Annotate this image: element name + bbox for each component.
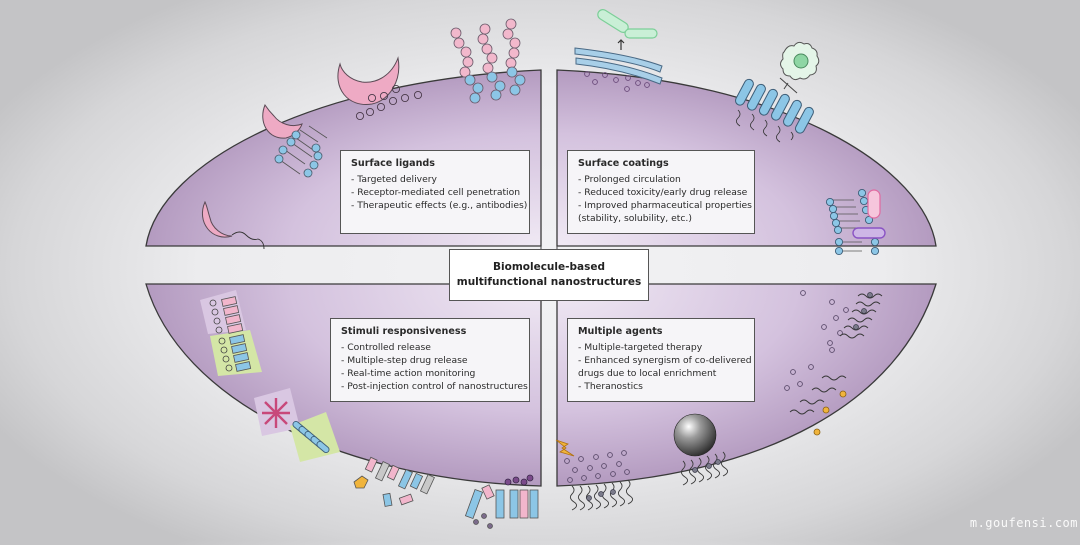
watermark-text: m.goufensi.com [969,516,1078,530]
green-helix-proteins-icon [597,9,658,39]
stimuli-responsiveness-box: Stimuli responsiveness - Controlled rele… [330,318,530,402]
surface-coatings-box: Surface coatings - Prolonged circulation… [567,150,755,234]
surface-ligands-item: - Targeted delivery [351,174,437,185]
stimuli-responsiveness-title: Stimuli responsiveness [341,326,467,337]
stimuli-responsiveness-item: - Post-injection control of nanostructur… [341,381,528,392]
peg-chain-beads-icon [586,292,873,501]
multiple-agents-box: Multiple agents - Multiple-targeted ther… [567,318,755,402]
release-flags-icon [353,456,435,507]
stimuli-patch-star-icon [254,388,340,462]
immune-cell-icon [779,41,820,94]
encapsulated-drugs-icon [564,290,849,483]
small-antibody-lipid-icon [262,103,328,178]
pink-blue-bead-chains-icon [450,18,526,104]
peg-chains-icon [569,293,883,511]
lipid-bilayer-coating-icon [825,188,886,256]
surface-coatings-title: Surface coatings [578,158,669,169]
blue-coating-layers-icon [574,47,663,85]
multiple-agents-item: - Multiple-targeted therapy [578,342,703,353]
multiple-agents-item: - Theranostics [578,381,643,392]
central-concept-box: Biomolecule-based multifunctional nanost… [449,249,649,301]
surface-ligands-box: Surface ligands - Targeted delivery - Re… [340,150,530,234]
charged-particles-icon [355,84,423,121]
multiple-agents-title: Multiple agents [578,326,663,337]
metal-nanoparticle-sphere-icon [673,413,717,457]
surface-coatings-item: - Improved pharmaceutical properties [578,200,752,211]
surface-ligands-item: - Receptor-mediated cell penetration [351,187,521,198]
surface-ligands-item: - Therapeutic effects (e.g., antibodies) [351,200,528,211]
drug-cargo-rods-icon [464,474,539,529]
surface-coatings-item: - Prolonged circulation [578,174,681,185]
scissor-cut-icon [617,39,625,50]
multiple-agents-item: - Enhanced synergism of co-delivered [578,355,752,366]
central-title-line-2: multifunctional nanostructures [456,276,642,288]
surface-coatings-item: (stability, solubility, etc.) [578,213,692,224]
tethered-antibody-icon [201,200,265,250]
blue-polymer-brush-icon [734,78,814,143]
targeting-ligand-beads-icon [813,390,847,436]
stimuli-responsiveness-item: - Controlled release [341,342,431,353]
surface-ligands-title: Surface ligands [351,158,435,169]
coating-vesicles-icon [584,71,650,92]
stimuli-responsiveness-item: - Real-time action monitoring [341,368,476,379]
stimuli-responsiveness-item: - Multiple-step drug release [341,355,468,366]
stimuli-patch-pink-icon [200,290,262,376]
central-title-line-1: Biomolecule-based [493,261,605,273]
surface-coatings-item: - Reduced toxicity/early drug release [578,187,748,198]
multiple-agents-item: drugs due to local enrichment [578,368,717,379]
lightning-bolt-icon [555,439,575,457]
